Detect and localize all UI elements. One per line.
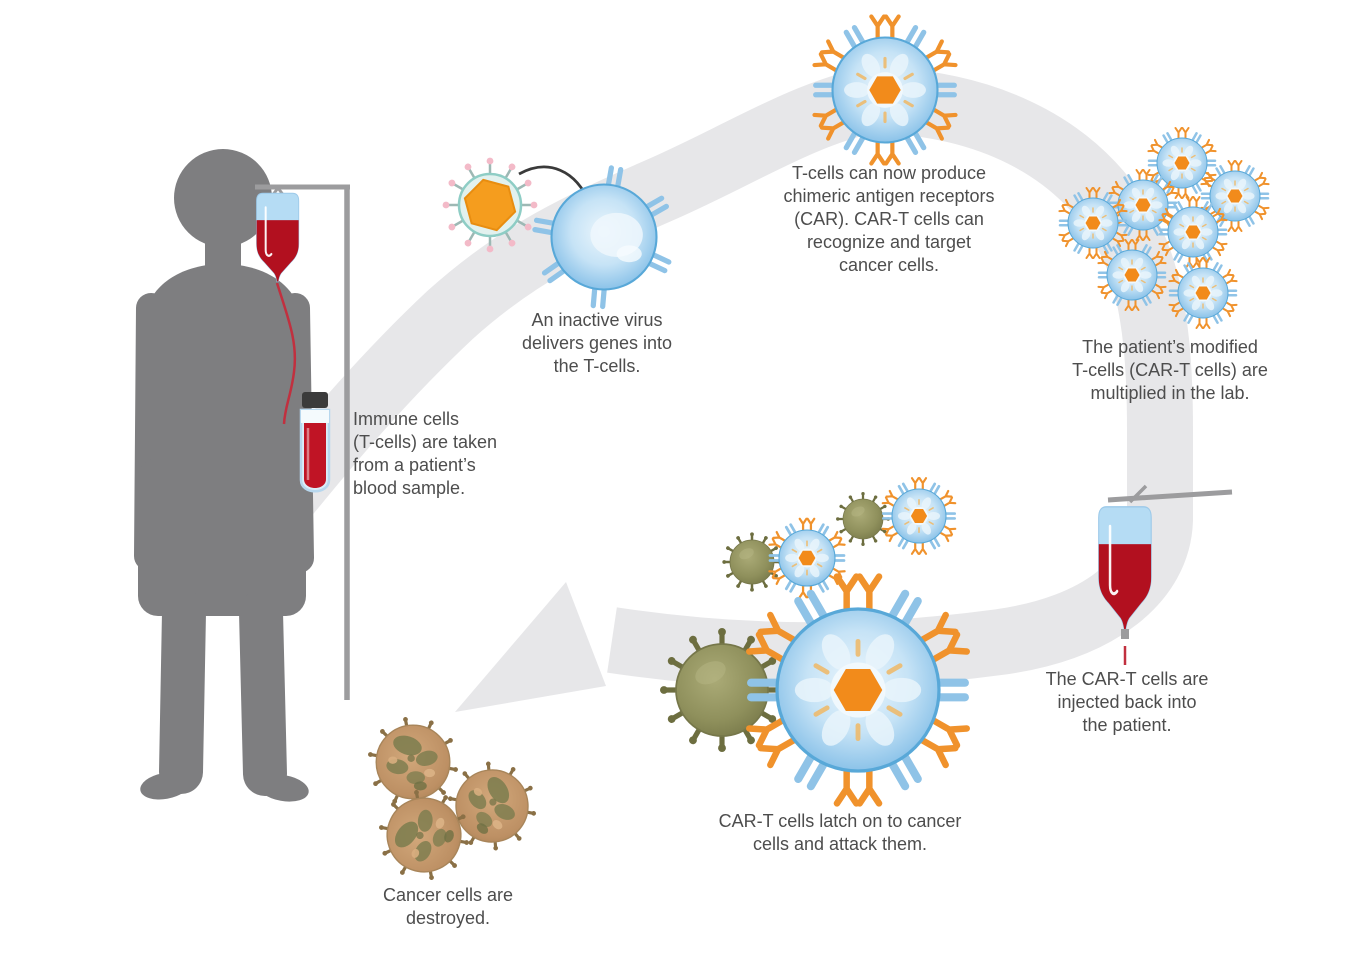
- car-t-attacking-cancer-cell: [660, 577, 967, 804]
- infusion-hook: [1128, 484, 1148, 504]
- car-t-cell-small: [769, 519, 844, 597]
- blood-tubing: [275, 282, 297, 425]
- caption-immune-cells: Immune cells (T-cells) are taken from a …: [353, 409, 498, 499]
- caption-destroyed: Cancer cells are destroyed.: [382, 885, 514, 929]
- blood-collection-bag: [255, 193, 301, 283]
- cancer-cell-small: [836, 492, 890, 546]
- caption-multiplied: The patient’s modified T-cells (CAR-T ce…: [1072, 337, 1268, 404]
- process-flow-arrow: [212, 66, 1193, 712]
- infusion-stand: [1107, 484, 1233, 504]
- flow-arrowhead: [455, 582, 606, 712]
- car-t-cell-small: [883, 478, 955, 554]
- caption-latch-attack: CAR-T cells latch on to cancer cells and…: [718, 811, 962, 855]
- virus-core: [463, 178, 517, 232]
- infusion-drip: [1121, 629, 1129, 665]
- tube-cap: [302, 392, 328, 408]
- inactive-virus: [442, 157, 538, 253]
- caption-inactive-virus: An inactive virus delivers genes into th…: [521, 310, 673, 377]
- blood-sample-tube: [299, 392, 331, 493]
- destroyed-cancer-cells: [366, 717, 555, 893]
- caption-injected: The CAR-T cells are injected back into t…: [1045, 669, 1209, 736]
- caption-car-receptors: T-cells can now produce chimeric antigen…: [783, 163, 995, 276]
- car-t-cell-large: [749, 577, 966, 804]
